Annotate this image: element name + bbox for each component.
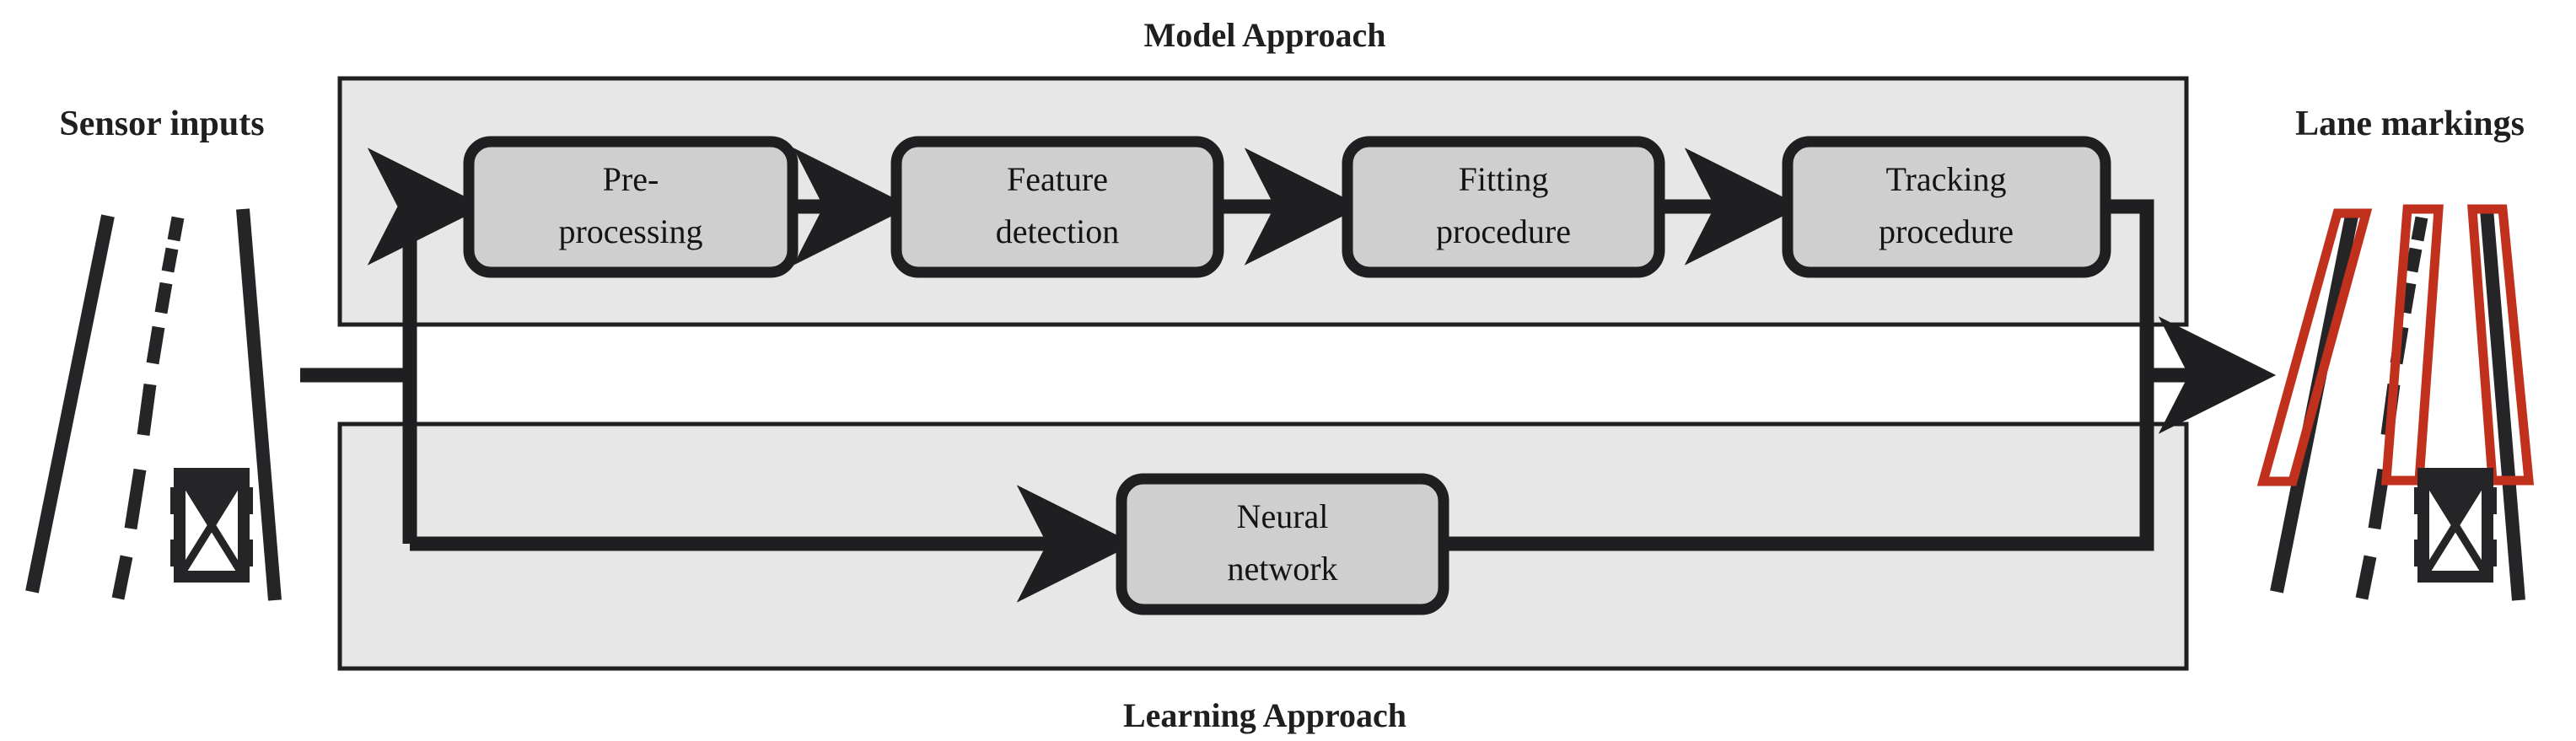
connector-tracking-procedure-to-output-bus [2105,199,2154,375]
sensor-inputs-title: Sensor inputs [59,105,264,143]
sensor-input-road-scene [25,208,282,601]
input-center-dashed-lane-line [111,216,185,600]
model-approach-title: Model Approach [1143,16,1385,54]
block-neural-network-label-line2: network [1227,550,1337,588]
block-fitting-procedure-label-line1: Fitting [1459,160,1549,198]
output-left-detection-outline [2256,208,2373,486]
lane-markings-road-scene [2256,204,2535,601]
block-feature-detection-label-line1: Feature [1007,160,1108,198]
output-right-detection-outline [2467,204,2535,486]
block-neural-network-label-line1: Neural [1237,497,1329,535]
learning-approach-title: Learning Approach [1123,696,1406,734]
lane-markings-title: Lane markings [2295,105,2525,143]
block-feature-detection[interactable]: Feature detection [890,136,1224,278]
block-neural-network-shape[interactable] [1116,473,1449,615]
block-tracking-procedure-label-line1: Tracking [1886,160,2007,198]
input-right-solid-lane-line [236,208,282,601]
block-neural-network[interactable]: Neural network [1116,473,1449,615]
input-left-solid-lane-line [25,214,115,593]
output-right-solid-lane-line [2480,208,2525,601]
block-tracking-procedure-label-line2: procedure [1879,212,2014,250]
block-pre-processing[interactable]: Pre- processing [463,136,799,278]
block-fitting-procedure-shape[interactable] [1342,136,1665,278]
block-feature-detection-label-line2: detection [996,212,1120,250]
block-tracking-procedure-shape[interactable] [1782,136,2111,278]
input-ego-vehicle [170,468,253,583]
block-pre-processing-label-line2: processing [558,212,702,250]
block-tracking-procedure[interactable]: Tracking procedure [1782,136,2111,278]
block-pre-processing-shape[interactable] [463,136,799,278]
block-fitting-procedure[interactable]: Fitting procedure [1342,136,1665,278]
block-pre-processing-label-line1: Pre- [603,160,659,198]
connector-neural-network-to-output-bus [1444,375,2154,551]
output-ego-vehicle [2414,468,2497,583]
block-fitting-procedure-label-line2: procedure [1436,212,1571,250]
block-feature-detection-shape[interactable] [890,136,1224,278]
